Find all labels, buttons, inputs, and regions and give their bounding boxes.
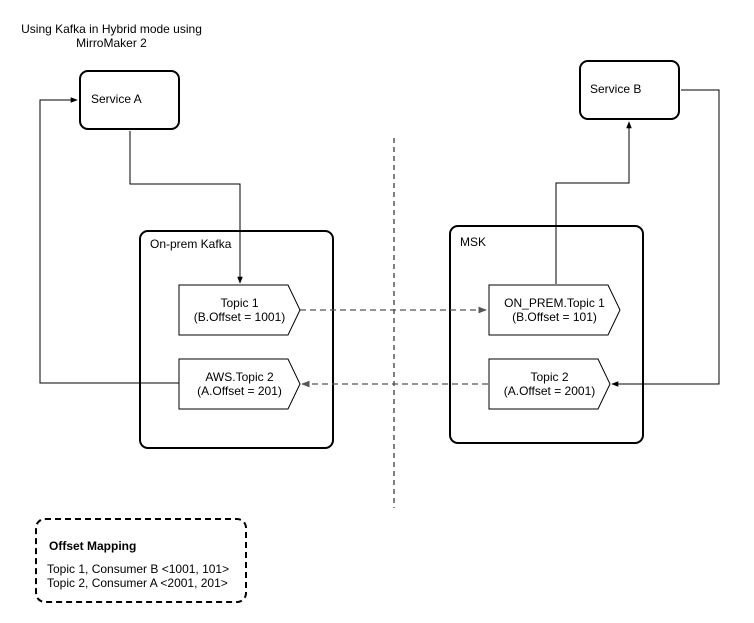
topic-offset: (B.Offset = 1001) bbox=[193, 310, 286, 324]
topic-shape-aws-topic2 bbox=[178, 358, 301, 410]
topic-offset: (A.Offset = 2001) bbox=[503, 384, 596, 398]
offset-mapping-line-1: Topic 1, Consumer B <1001, 101> bbox=[47, 562, 230, 576]
topic-offset: (B.Offset = 101) bbox=[512, 310, 597, 324]
diagram-title: Using Kafka in Hybrid mode using MirroMa… bbox=[21, 22, 202, 50]
connector-aws-topic2-to-service-a bbox=[39, 97, 179, 384]
onprem-kafka-label: On-prem Kafka bbox=[150, 237, 232, 251]
topic-onprem-topic1: Topic 1 (B.Offset = 1001) bbox=[179, 296, 300, 324]
topic-aws-topic2: AWS.Topic 2 (A.Offset = 201) bbox=[179, 370, 300, 398]
connector-service-b-to-topic2 bbox=[611, 89, 720, 387]
topic-msk-topic2: Topic 2 (A.Offset = 2001) bbox=[489, 370, 610, 398]
topic-offset: (A.Offset = 201) bbox=[197, 384, 282, 398]
topic-name: Topic 1 bbox=[220, 296, 259, 310]
topic-shape-msk-onprem-topic1 bbox=[488, 284, 621, 336]
connector-service-a-to-topic1 bbox=[129, 131, 243, 284]
offset-mapping-title: Offset Mapping bbox=[49, 539, 137, 553]
offset-mapping-box bbox=[35, 518, 247, 603]
service-b-label: Service B bbox=[590, 82, 642, 96]
service-a bbox=[79, 70, 180, 130]
onprem-kafka-cluster bbox=[139, 230, 334, 449]
topic-name: AWS.Topic 2 bbox=[205, 370, 274, 384]
offset-mapping-line-2: Topic 2, Consumer A <2001, 201> bbox=[47, 576, 228, 590]
msk-label: MSK bbox=[460, 235, 487, 249]
topic-name: ON_PREM.Topic 1 bbox=[504, 296, 605, 310]
service-b bbox=[579, 60, 680, 120]
topic-name: Topic 2 bbox=[530, 370, 569, 384]
topic-shape-msk-topic2 bbox=[488, 358, 611, 410]
connector-onprem-topic1-to-service-b bbox=[555, 121, 632, 284]
topic-shape-onprem-topic1 bbox=[178, 284, 301, 336]
topic-msk-onprem-topic1: ON_PREM.Topic 1 (B.Offset = 101) bbox=[489, 296, 620, 324]
service-a-label: Service A bbox=[91, 92, 142, 106]
